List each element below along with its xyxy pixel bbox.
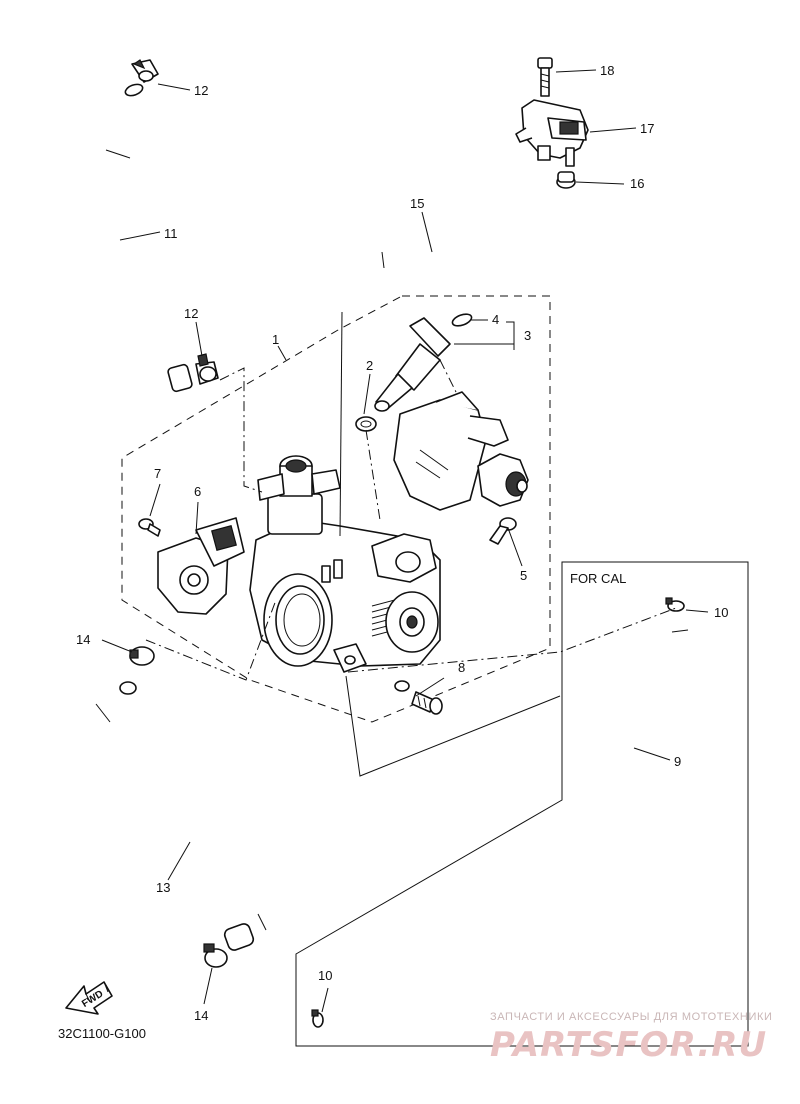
callout-11: 11 xyxy=(164,226,178,241)
callout-18: 18 xyxy=(600,63,614,78)
routing-line-13 xyxy=(345,675,561,777)
map-sensor-17 xyxy=(515,99,589,167)
clamp-12-mid xyxy=(195,353,219,385)
routing-line-injector xyxy=(365,359,457,521)
routing-line-hose15 xyxy=(339,311,343,537)
watermark-logo: PARTSFOR.RU xyxy=(490,1025,767,1065)
routing-line-tps xyxy=(145,599,277,681)
callout-17: 17 xyxy=(640,121,654,136)
screw-8 xyxy=(394,680,443,715)
callout-1: 1 xyxy=(272,332,279,347)
clamp-10-bottom xyxy=(311,1009,324,1028)
bolt-18 xyxy=(537,57,553,97)
hose-15 xyxy=(337,197,573,315)
hose-9 xyxy=(318,606,689,1022)
o-ring-4 xyxy=(451,313,473,327)
throttle-spring xyxy=(371,591,439,653)
for-cal-box xyxy=(295,561,749,1047)
fwd-arrow-icon: FWD xyxy=(65,981,113,1015)
hose-13 xyxy=(71,681,291,951)
callout-10-bottom: 10 xyxy=(318,968,332,983)
clamp-10-top xyxy=(665,597,685,612)
callout-14-bottom: 14 xyxy=(194,1008,208,1023)
throttle-position-sensor-6 xyxy=(157,517,245,615)
injector-3 xyxy=(374,317,451,412)
routing-line-screw xyxy=(219,367,263,493)
routing-line-for-cal xyxy=(347,607,677,673)
callout-13: 13 xyxy=(156,880,170,895)
throttle-body xyxy=(249,455,441,673)
callout-6: 6 xyxy=(194,484,201,499)
screw-5 xyxy=(489,517,517,545)
clamp-16 xyxy=(556,171,576,189)
callout-2: 2 xyxy=(366,358,373,373)
injector-holder xyxy=(393,391,529,511)
callout-12-mid: 12 xyxy=(184,306,198,321)
callout-9: 9 xyxy=(674,754,681,769)
seal-2 xyxy=(355,416,377,432)
callout-8: 8 xyxy=(458,660,465,675)
watermark-tagline: ЗАПЧАСТИ И АКСЕССУАРЫ ДЛЯ МОТОТЕХНИКИ xyxy=(490,1011,772,1023)
leader-lines xyxy=(101,69,709,1013)
clamp-12-top xyxy=(131,59,159,83)
callout-3: 3 xyxy=(524,328,531,343)
callout-14-top: 14 xyxy=(76,632,90,647)
clamp-14-top xyxy=(129,646,155,666)
clamp-14-bottom xyxy=(203,943,228,968)
callout-12-top: 12 xyxy=(194,83,208,98)
diagram-code: 32C1100-G100 xyxy=(58,1026,146,1041)
hose-11 xyxy=(64,82,193,396)
callout-16: 16 xyxy=(630,176,644,191)
for-cal-label: FOR CAL xyxy=(570,571,626,586)
callout-5: 5 xyxy=(520,568,527,583)
screw-7 xyxy=(138,518,161,537)
callout-4: 4 xyxy=(492,312,499,327)
callout-10-top: 10 xyxy=(714,605,728,620)
callout-7: 7 xyxy=(154,466,161,481)
callout-15: 15 xyxy=(410,196,424,211)
